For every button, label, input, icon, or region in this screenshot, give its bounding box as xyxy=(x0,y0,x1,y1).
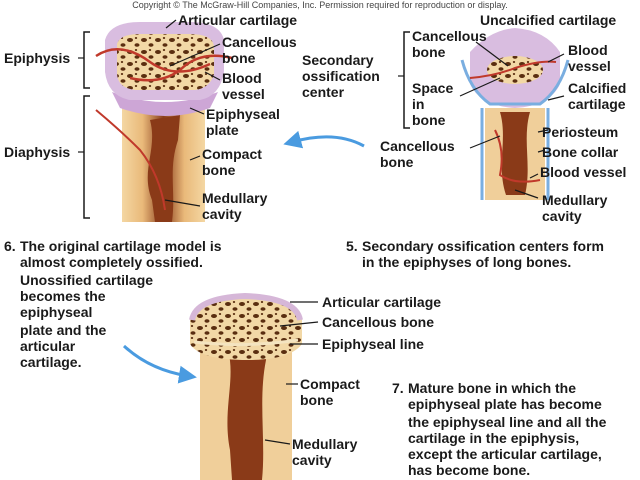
label-stage6-cancellous-bone-l1: Cancellous xyxy=(222,34,297,50)
arrow-stage5-to-stage6 xyxy=(283,130,365,149)
caption-6-line-3: Unossified cartilage xyxy=(20,272,154,288)
stage7-medullary-cavity xyxy=(227,340,266,480)
caption-6-line-4: becomes the xyxy=(20,288,106,304)
caption-5-line-2: in the epiphyses of long bones. xyxy=(362,254,572,270)
label-stage6-epiphyseal-plate-l1: Epiphyseal xyxy=(206,106,280,122)
label-stage5-medullary-cavity-l1: Medullary xyxy=(542,192,608,208)
label-bone-collar: Bone collar xyxy=(542,144,619,160)
label-stage6-compact-bone-l2: bone xyxy=(202,162,236,178)
label-secondary-ossification-l3: center xyxy=(302,84,345,100)
stage7-articular-cartilage xyxy=(189,292,303,321)
label-stage6-cancellous-bone-l2: bone xyxy=(222,50,256,66)
label-stage5-cancellous-side-l1: Cancellous xyxy=(380,138,455,154)
label-stage7-cancellous-bone: Cancellous bone xyxy=(322,314,435,330)
caption-7-line-6: has become bone. xyxy=(408,462,531,478)
caption-6-line-1: The original cartilage model is xyxy=(20,238,222,254)
label-space-in-bone-l3: bone xyxy=(412,112,446,128)
label-stage6-epiphyseal-plate-l2: plate xyxy=(206,122,239,138)
stage5-secondary-ossification-center xyxy=(487,56,543,84)
label-stage7-medullary-cavity-l1: Medullary xyxy=(292,436,358,452)
label-stage5-blood-vessel-l2: vessel xyxy=(568,58,611,74)
label-stage7-compact-bone-l1: Compact xyxy=(300,376,360,392)
stage6-blood-vessel-2 xyxy=(129,54,233,82)
caption-6-line-8: cartilage. xyxy=(20,354,82,370)
caption-7-line-3: the epiphyseal line and all the xyxy=(408,414,607,430)
stage5-blood-vessel-1 xyxy=(469,60,557,79)
caption-7-line-1: Mature bone in which the xyxy=(408,380,577,396)
caption-6-line-2: almost completely ossified. xyxy=(20,254,203,270)
label-stage7-compact-bone-l2: bone xyxy=(300,392,334,408)
label-stage5-medullary-cavity-l2: cavity xyxy=(542,208,582,224)
caption-6-number: 6. xyxy=(4,238,16,254)
label-stage5-cancellous-bone-l2: bone xyxy=(412,44,446,60)
stage5-bone xyxy=(460,28,570,200)
label-secondary-ossification-l2: ossification xyxy=(302,68,380,84)
label-secondary-ossification-l1: Secondary xyxy=(302,52,374,68)
label-epiphysis: Epiphysis xyxy=(4,50,71,66)
label-stage5-blood-vessel-lower: Blood vessel xyxy=(540,164,627,180)
stage7-epiphyseal-line xyxy=(193,338,299,347)
epiphysis-bracket xyxy=(83,31,90,89)
label-stage6-compact-bone-l1: Compact xyxy=(202,146,262,162)
stage6-medullary-cavity xyxy=(147,115,180,222)
label-stage5-cancellous-bone-l1: Cancellous xyxy=(412,28,487,44)
stage6-bone xyxy=(95,22,233,222)
stage5-calcified-band xyxy=(460,59,570,106)
caption-6-line-5: epiphyseal xyxy=(20,304,93,320)
label-stage6-medullary-cavity-l1: Medullary xyxy=(202,190,268,206)
stage7-leaders xyxy=(264,301,319,445)
caption-7-line-2: epiphyseal plate has become xyxy=(408,396,602,412)
diaphysis-bracket xyxy=(83,95,90,219)
stage5-blood-vessel-2 xyxy=(494,129,541,183)
stage6-blood-vessel-1 xyxy=(95,48,211,73)
label-stage7-articular-cartilage: Articular cartilage xyxy=(322,294,442,310)
label-stage6-blood-vessel-l1: Blood xyxy=(222,70,262,86)
label-calcified-cartilage-l2: cartilage xyxy=(568,96,626,112)
label-stage5-blood-vessel-l1: Blood xyxy=(568,42,608,58)
stage5-leaders xyxy=(459,41,565,199)
caption-5-number: 5. xyxy=(346,238,358,254)
caption-7-line-5: except the articular cartilage, xyxy=(408,446,602,462)
caption-5-line-1: Secondary ossification centers form xyxy=(362,238,604,254)
label-space-in-bone-l1: Space xyxy=(412,80,454,96)
stage6-epiphyseal-plate xyxy=(112,92,218,116)
arrow-stage6-to-stage7 xyxy=(122,344,197,384)
secondary-ossification-bracket xyxy=(403,31,410,129)
label-diaphysis: Diaphysis xyxy=(4,144,71,160)
label-stage6-articular-cartilage: Articular cartilage xyxy=(178,12,298,28)
label-calcified-cartilage-l1: Calcified xyxy=(568,80,627,96)
label-uncalcified-cartilage: Uncalcified cartilage xyxy=(480,12,617,28)
caption-7-line-4: cartilage in the epiphysis, xyxy=(408,430,580,446)
label-stage5-cancellous-side-l2: bone xyxy=(380,154,414,170)
stage5-medullary-cavity xyxy=(500,112,530,195)
stage7-bone xyxy=(189,292,303,480)
label-stage7-epiphyseal-line: Epiphyseal line xyxy=(322,336,424,352)
caption-6-line-6: plate and the xyxy=(20,322,107,338)
label-stage6-blood-vessel-l2: vessel xyxy=(222,86,265,102)
label-periosteum: Periosteum xyxy=(542,124,619,140)
stage6-cancellous-bone xyxy=(117,34,214,90)
label-stage7-medullary-cavity-l2: cavity xyxy=(292,452,332,468)
label-space-in-bone-l2: in xyxy=(412,96,425,112)
stage6-blood-vessel-3 xyxy=(95,109,166,211)
caption-6-line-7: articular xyxy=(20,338,76,354)
label-stage6-medullary-cavity-l2: cavity xyxy=(202,206,242,222)
copyright-notice: Copyright © The McGraw-Hill Companies, I… xyxy=(132,0,508,10)
caption-7-number: 7. xyxy=(392,380,404,396)
stage6-leaders xyxy=(164,19,221,207)
